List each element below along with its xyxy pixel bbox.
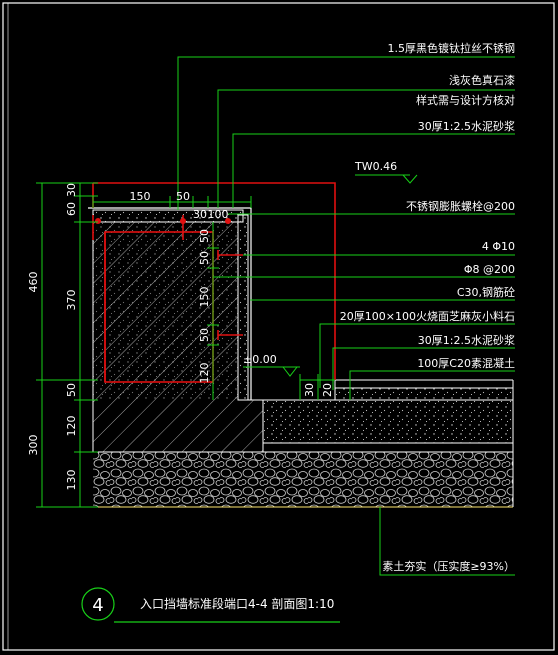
svg-text:50: 50 — [176, 190, 190, 203]
title-block: 4 入口挡墙标准段端口4-4 剖面图1:10 — [81, 587, 340, 623]
detail-number: 4 — [92, 595, 103, 616]
leader-lines — [177, 56, 515, 576]
annotation-compacted-soil: 素土夯实（压实度≥93%） — [382, 559, 515, 573]
svg-text:100: 100 — [208, 208, 229, 221]
annotation-concrete-base: 100厚C20素混凝土 — [417, 356, 515, 370]
annotation-tw-level: TW0.46 — [354, 160, 397, 173]
retaining-wall — [88, 207, 264, 453]
dimension-texts: 150 50 30 100 460 300 30 60 370 50 120 1… — [27, 183, 334, 491]
detail-number-circle — [81, 587, 115, 621]
dimension-lines — [36, 182, 335, 508]
svg-text:150: 150 — [198, 287, 211, 308]
annotation-mortar-bed: 30厚1:2.5水泥砂浆 — [418, 333, 515, 347]
svg-text:50: 50 — [198, 328, 211, 342]
svg-text:30: 30 — [193, 208, 207, 221]
svg-text:300: 300 — [27, 435, 40, 456]
svg-text:150: 150 — [130, 190, 151, 203]
annotation-stainless-cover: 1.5厚黑色镀钛拉丝不锈钢 — [388, 41, 516, 55]
base-layers — [93, 379, 514, 508]
svg-text:50: 50 — [65, 383, 78, 397]
svg-text:120: 120 — [65, 416, 78, 437]
annotation-design-check: 样式需与设计方核对 — [416, 93, 515, 107]
annotation-anchor-bolt: 不锈钢膨胀螺栓@200 — [406, 199, 515, 213]
svg-text:30: 30 — [65, 183, 78, 197]
annotation-mortar-top: 30厚1:2.5水泥砂浆 — [418, 119, 515, 133]
svg-text:50: 50 — [198, 229, 211, 243]
svg-text:60: 60 — [65, 202, 78, 216]
svg-text:460: 460 — [27, 272, 40, 293]
svg-text:130: 130 — [65, 470, 78, 491]
annotation-paving-stone: 20厚100×100火烧面芝麻灰小料石 — [340, 309, 515, 323]
svg-text:50: 50 — [198, 251, 211, 265]
annotation-stone-paint: 浅灰色真石漆 — [449, 73, 515, 87]
annotation-rebar-stirrup: Φ8 @200 — [464, 263, 515, 276]
annotation-texts: 1.5厚黑色镀钛拉丝不锈钢 浅灰色真石漆 样式需与设计方核对 30厚1:2.5水… — [243, 41, 515, 573]
detail-title: 入口挡墙标准段端口4-4 剖面图1:10 — [140, 596, 334, 611]
svg-text:120: 120 — [198, 363, 211, 384]
svg-text:30: 30 — [303, 383, 316, 397]
annotation-rebar-main: 4 Φ10 — [482, 240, 515, 253]
svg-text:20: 20 — [321, 383, 334, 397]
annotation-concrete: C30,钢筋砼 — [457, 285, 515, 299]
svg-text:370: 370 — [65, 290, 78, 311]
elevation-label: ±0.00 — [243, 353, 277, 366]
